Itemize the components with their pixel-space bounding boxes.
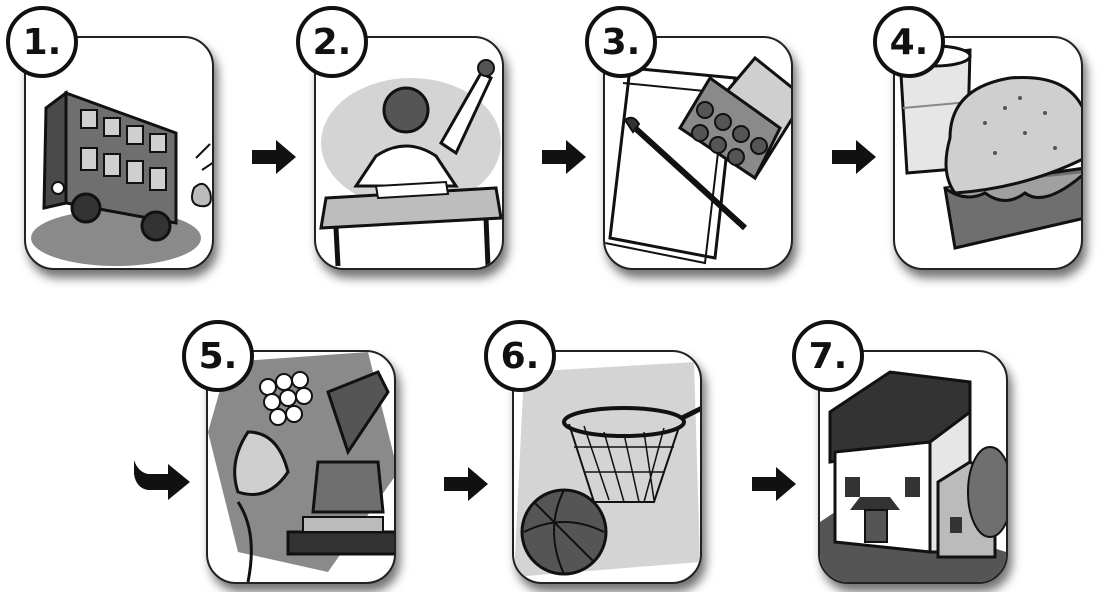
- step-1-number: 1.: [6, 6, 78, 78]
- step-3-number: 3.: [585, 6, 657, 78]
- step-2-number: 2.: [296, 6, 368, 78]
- arrow-icon: [752, 467, 798, 501]
- step-4-number: 4.: [873, 6, 945, 78]
- arrow-icon: [444, 467, 490, 501]
- house-icon: [820, 352, 1006, 582]
- step-7-number: 7.: [792, 320, 864, 392]
- arrow-icon: [832, 140, 878, 174]
- arrow-icon: [542, 140, 588, 174]
- step-5-number: 5.: [182, 320, 254, 392]
- arrow-icon: [252, 140, 298, 174]
- step-6-number: 6.: [484, 320, 556, 392]
- curved-arrow-icon: [134, 460, 192, 500]
- basketball-hoop-icon: [514, 352, 700, 582]
